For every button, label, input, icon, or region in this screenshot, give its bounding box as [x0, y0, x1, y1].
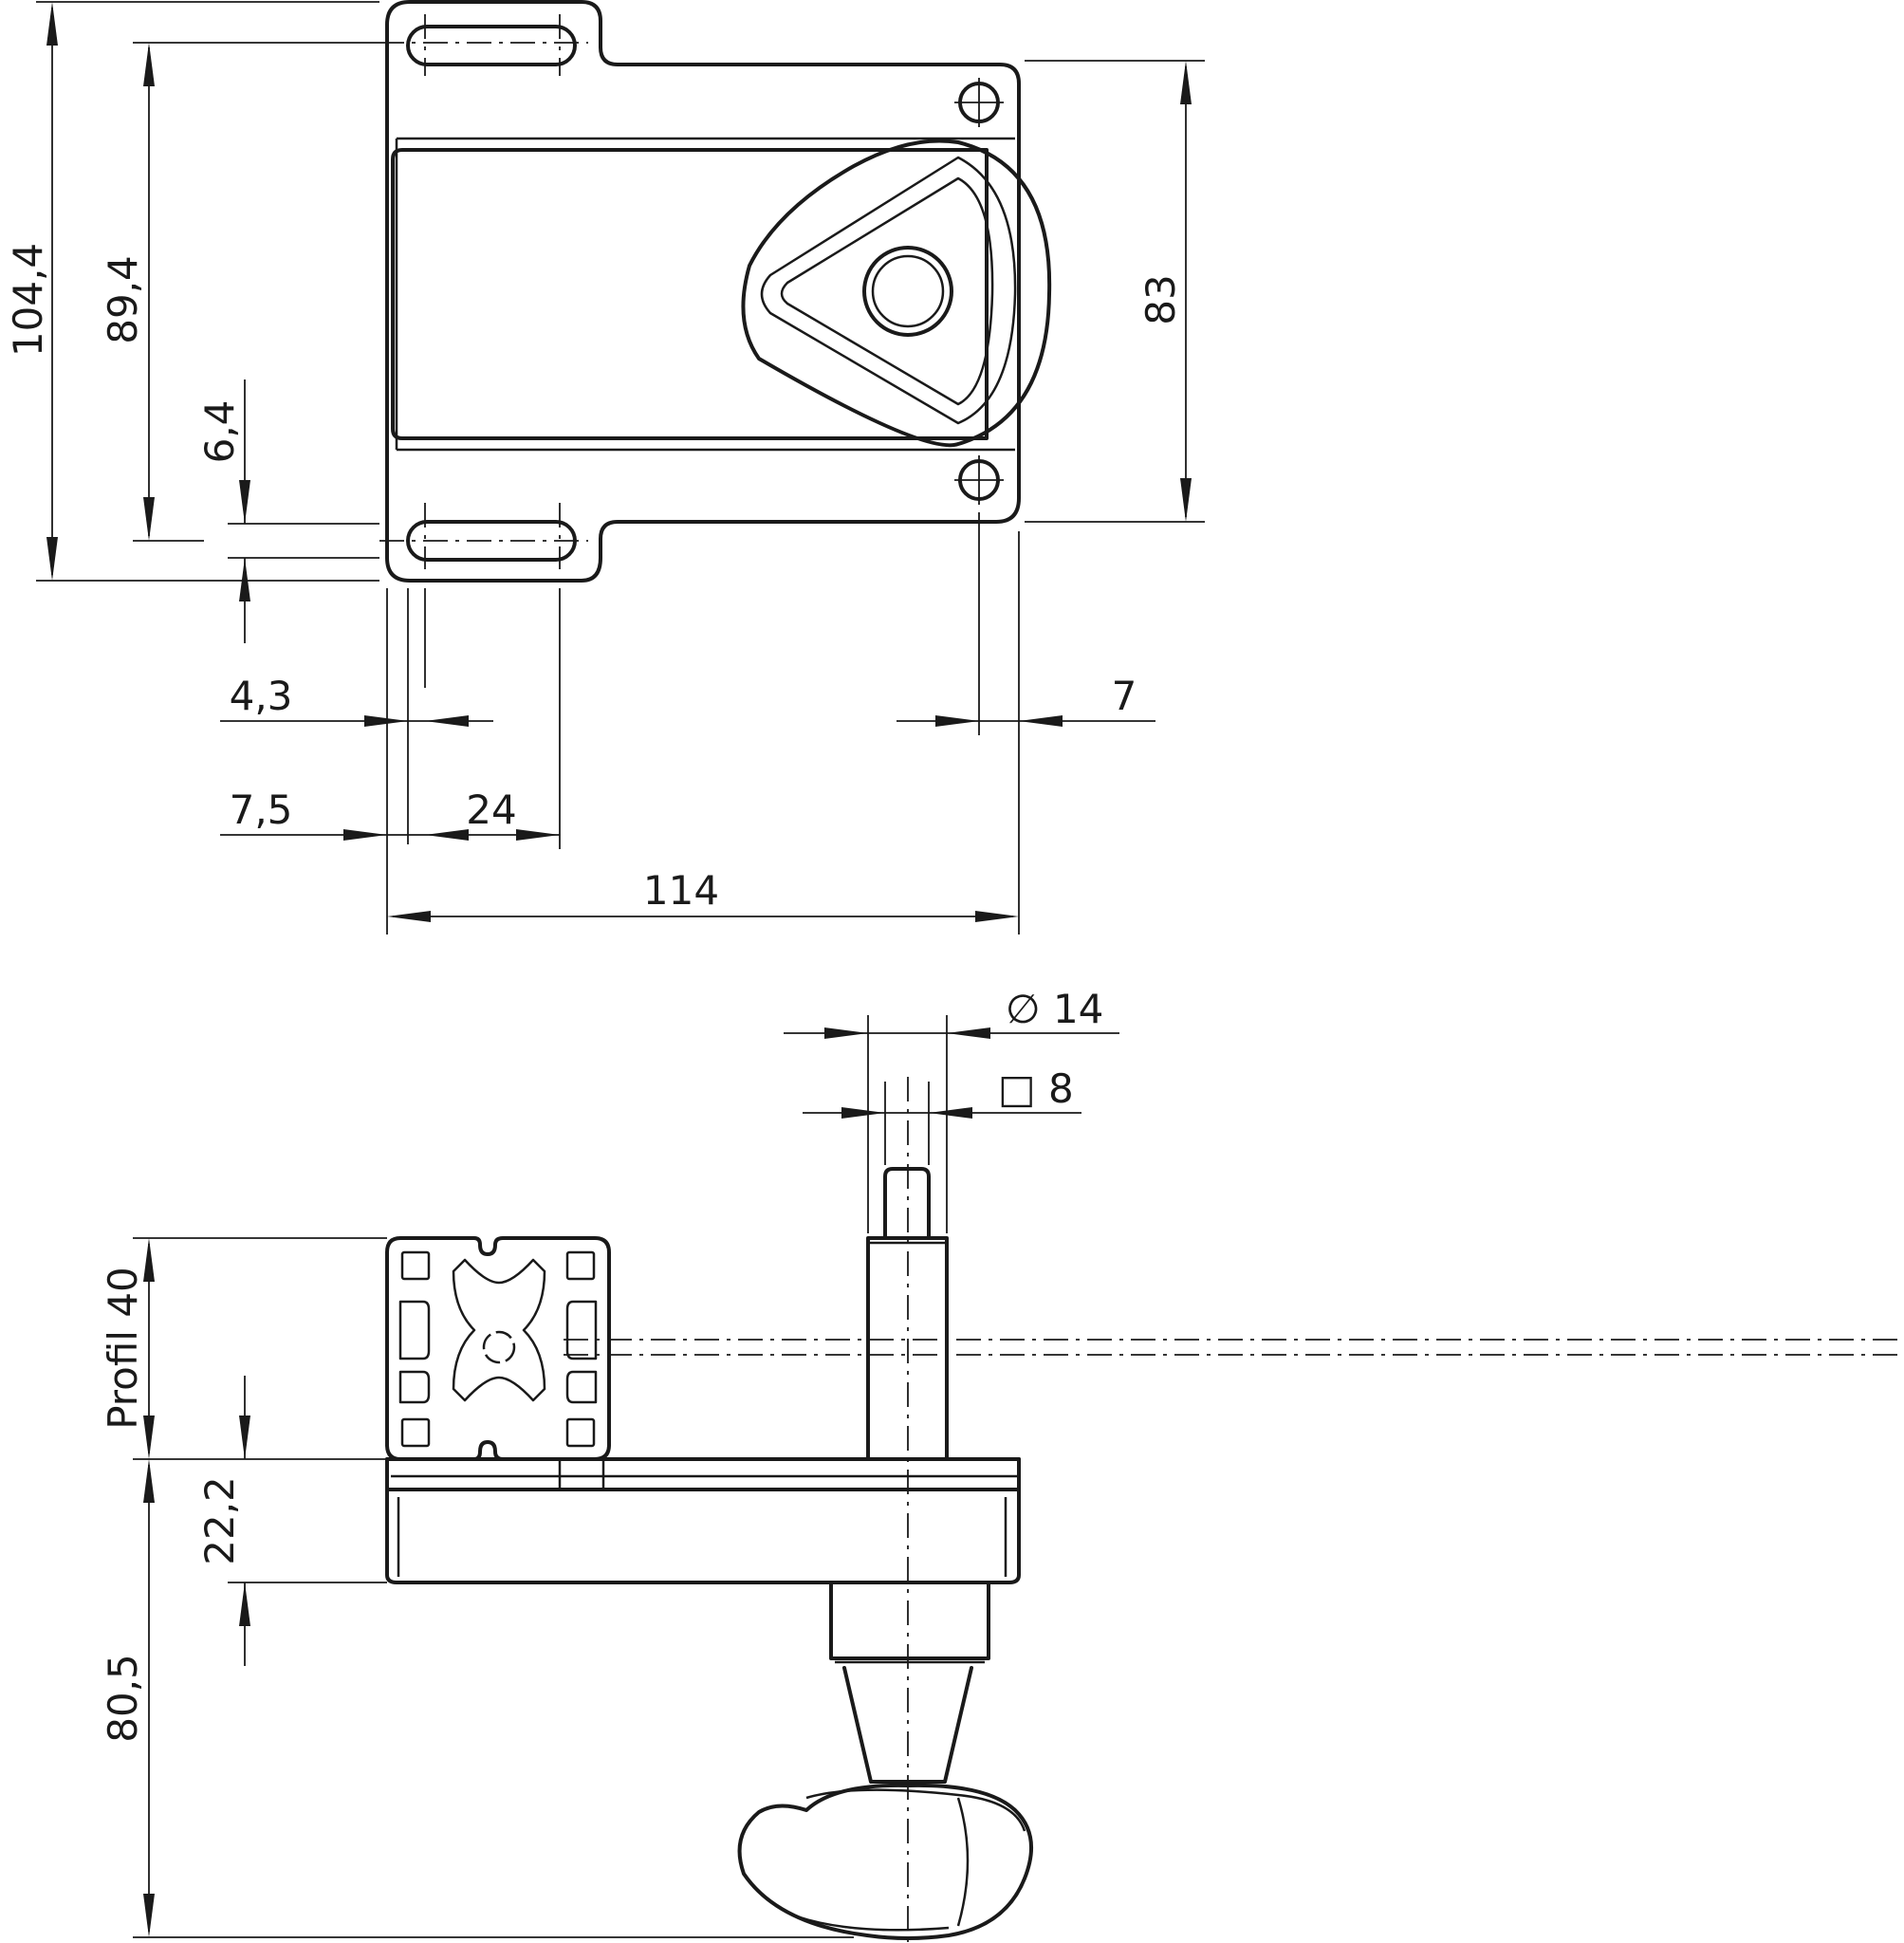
- square-pin: [883, 1167, 931, 1240]
- dim-profile: Profil 40: [100, 1267, 146, 1430]
- dim-base-thickness: 22,2: [196, 1476, 243, 1565]
- plate-body: [391, 148, 989, 440]
- knob-outline: [741, 139, 1052, 448]
- knob-inner: [780, 176, 994, 406]
- square-symbol: □: [998, 1065, 1036, 1112]
- dim-slot-pitch-height: 89,4: [100, 255, 146, 344]
- plate-outline: [385, 0, 1021, 583]
- handle-collar: [829, 1581, 990, 1660]
- base-plate: [385, 1457, 1021, 1584]
- aluminium-profile: [385, 1236, 611, 1461]
- profile-core: [452, 1258, 546, 1402]
- dim-shaft-diameter-value: 14: [1053, 986, 1103, 1032]
- knob-center-inner: [871, 254, 945, 328]
- dim-hole-pitch-height: 83: [1137, 274, 1184, 324]
- profile-bore: [482, 1330, 516, 1364]
- dim-slot-center-offset: 7,5: [230, 786, 293, 833]
- dim-hole-edge-offset: 7: [1112, 673, 1137, 719]
- dim-handle-height: 80,5: [100, 1654, 146, 1743]
- knob-center-outer: [862, 246, 953, 337]
- dim-slot-length: 24: [466, 786, 516, 833]
- top-view: 104,4 89,4 6,4 83 4,3 7,5 24 7: [5, 0, 1205, 934]
- dim-slot-edge-offset: 4,3: [230, 673, 293, 719]
- handle-knob: [737, 1783, 1034, 1940]
- side-view: Profil 40 22,2 80,5 ∅ 14 □ 8: [100, 986, 1902, 1943]
- diameter-symbol: ∅: [1006, 986, 1041, 1032]
- dim-overall-height: 104,4: [5, 243, 51, 357]
- dim-shaft-diameter: ∅ 14: [1006, 986, 1103, 1032]
- slot-top: [406, 25, 577, 66]
- dim-overall-width: 114: [643, 867, 719, 914]
- dim-square-size-value: 8: [1048, 1065, 1074, 1112]
- dim-slot-width: 6,4: [196, 400, 243, 464]
- dim-square-size: □ 8: [998, 1065, 1074, 1112]
